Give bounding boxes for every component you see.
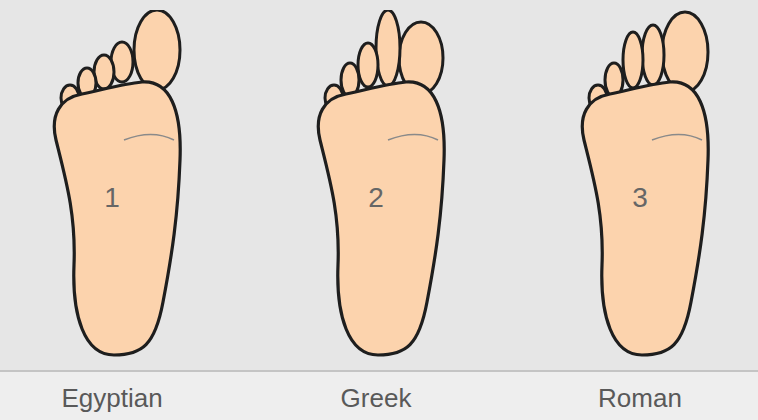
foot-type-label: Roman bbox=[598, 383, 682, 414]
foot-outline: 1Egyptian bbox=[42, 10, 182, 420]
foot-type-label: Egyptian bbox=[61, 383, 162, 414]
sole bbox=[582, 82, 708, 355]
toe bbox=[662, 12, 708, 92]
foot-outline: 3Roman bbox=[570, 10, 710, 420]
foot-outline: 2Greek bbox=[306, 10, 446, 420]
toe bbox=[376, 10, 400, 86]
sole-crease bbox=[388, 135, 438, 141]
foot-type-label: Greek bbox=[341, 383, 412, 414]
toe bbox=[642, 25, 664, 85]
sole bbox=[318, 82, 444, 355]
toe bbox=[134, 10, 180, 90]
sole-crease bbox=[124, 135, 174, 141]
sole-crease bbox=[652, 135, 702, 141]
foot-number: 3 bbox=[632, 182, 648, 214]
toe bbox=[358, 43, 378, 87]
toe bbox=[623, 32, 643, 88]
sole bbox=[54, 82, 180, 355]
foot-number: 2 bbox=[368, 182, 384, 214]
foot-number: 1 bbox=[104, 182, 120, 214]
separator-line bbox=[0, 370, 758, 372]
